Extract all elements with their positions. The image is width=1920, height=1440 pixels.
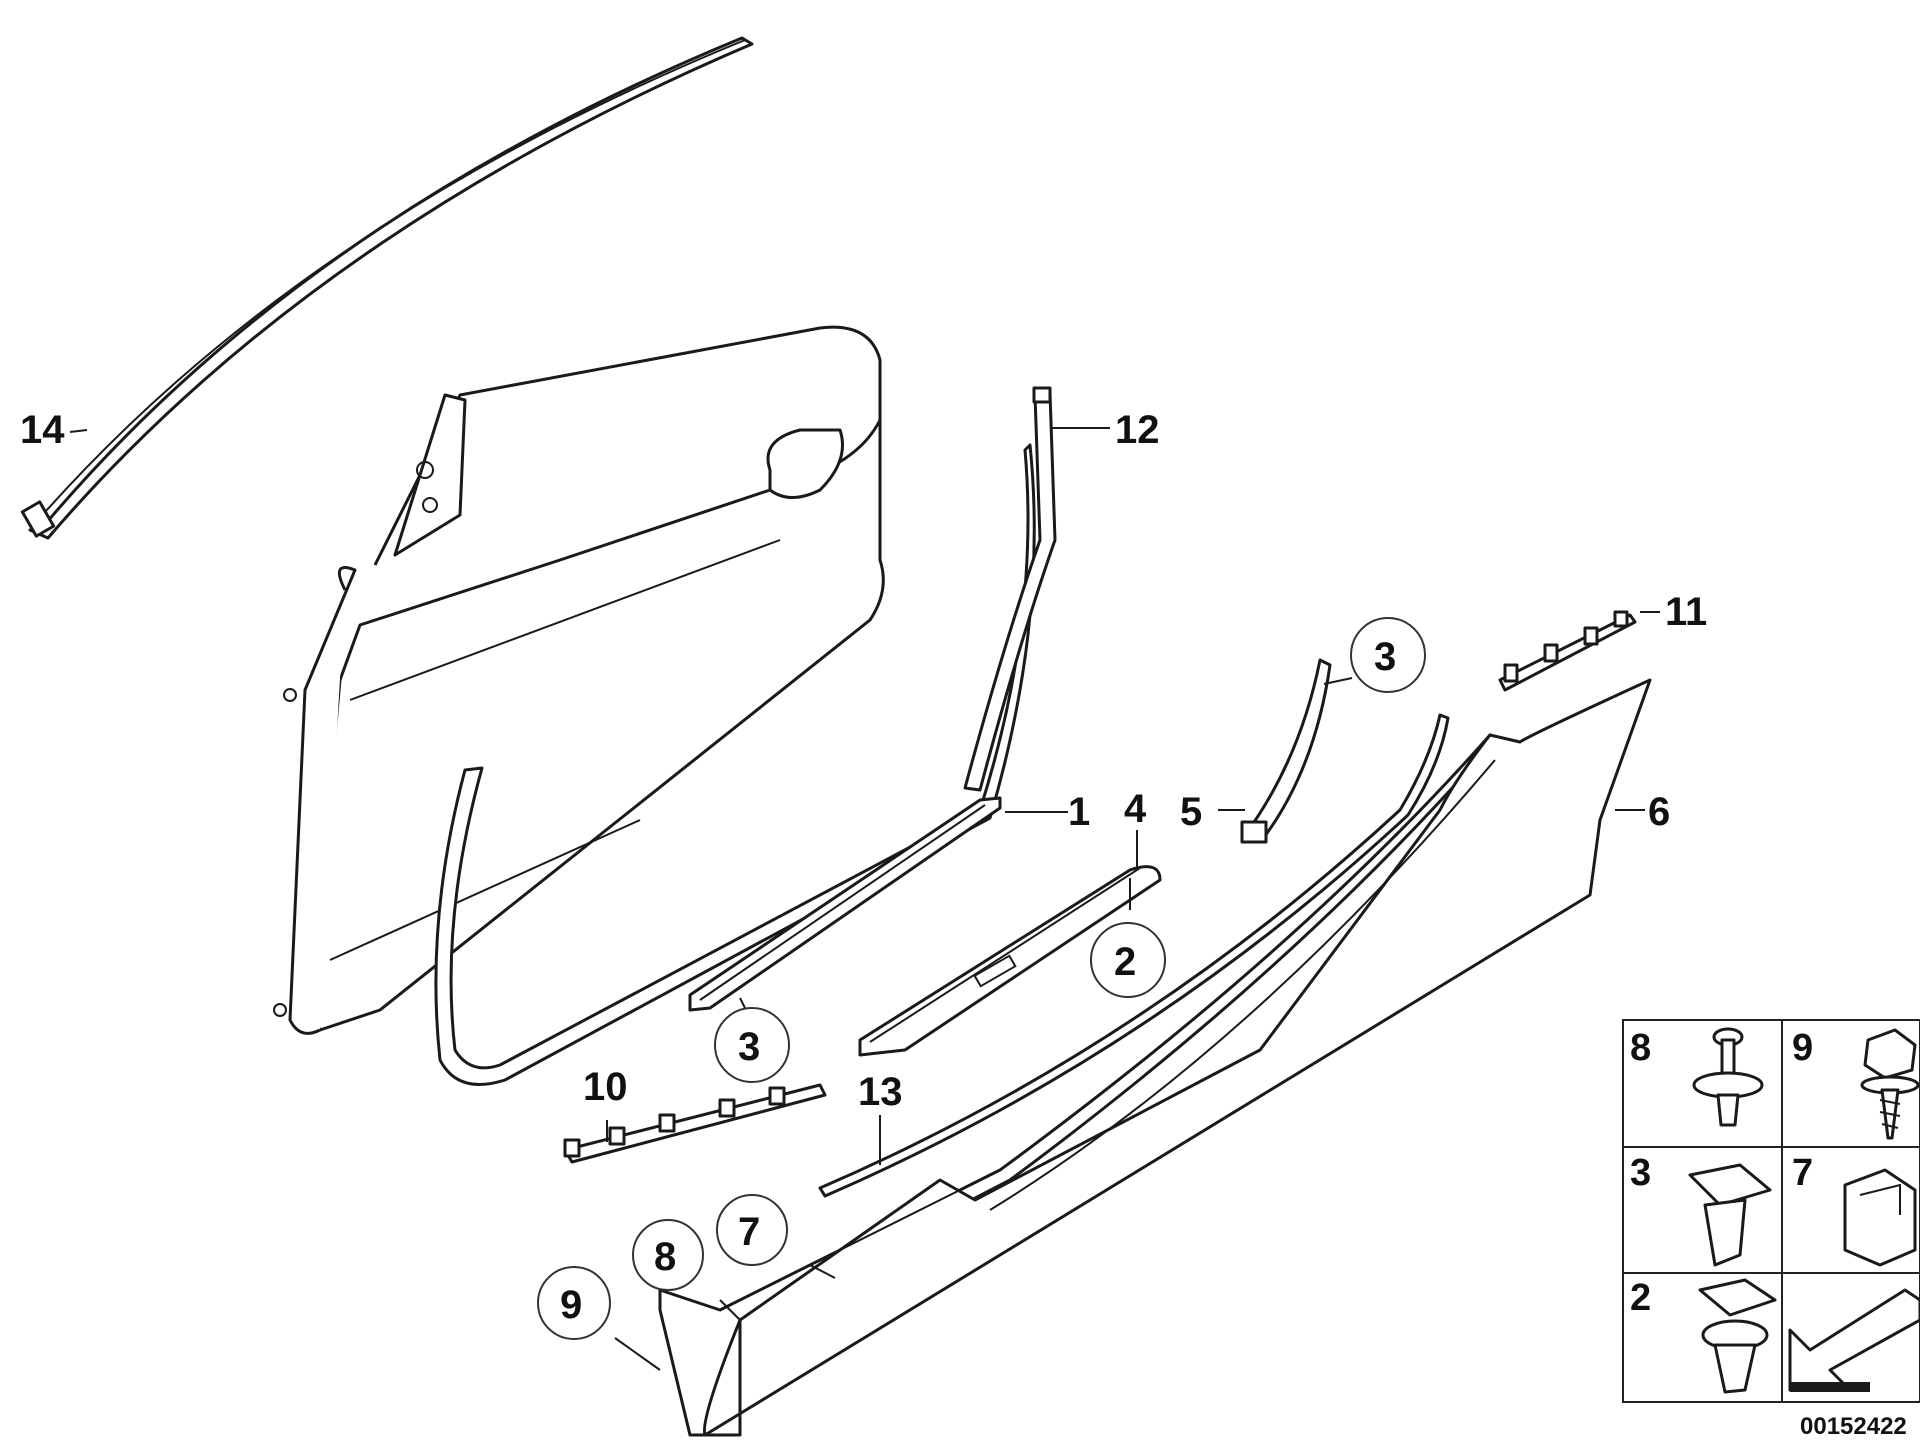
label-1: 1 (1068, 790, 1090, 834)
part-10-clip-rail (563, 1083, 827, 1164)
diagram-code: 00152422 (1800, 1413, 1907, 1440)
door-seal (434, 443, 1036, 1086)
label-3a: 3 (738, 1025, 760, 1069)
part-11-clip-rail (1498, 610, 1637, 692)
legend-label-3: 3 (1630, 1152, 1651, 1194)
legend-label-7: 7 (1792, 1152, 1813, 1194)
part-12-upright-strip (963, 386, 1057, 792)
part-4-entry-trim (858, 865, 1162, 1057)
legend-nut-clip-icon (1843, 1168, 1917, 1267)
label-12: 12 (1115, 408, 1160, 452)
part-14-roof-seal (20, 36, 754, 540)
label-11: 11 (1665, 590, 1707, 634)
callout-circles (537, 617, 1426, 1340)
label-2: 2 (1114, 940, 1136, 984)
part-6-side-skirt (658, 678, 1652, 1437)
part-13-thin-strip (818, 713, 1450, 1198)
legend-label-2: 2 (1630, 1277, 1651, 1319)
label-10: 10 (583, 1065, 628, 1109)
label-6: 6 (1648, 790, 1670, 834)
part-1-sill-strip (688, 796, 1002, 1012)
legend-expanding-clip-icon (1698, 1278, 1777, 1394)
label-14: 14 (20, 408, 65, 452)
label-7: 7 (738, 1210, 760, 1254)
label-8: 8 (654, 1235, 676, 1279)
leader-lines (69, 427, 1660, 1371)
legend-screw-icon (1860, 1028, 1920, 1140)
legend-label-9: 9 (1792, 1027, 1813, 1069)
legend-rivet-icon (1692, 1027, 1764, 1127)
label-3b: 3 (1374, 635, 1396, 679)
fastener-legend: 8 9 3 7 2 (1622, 1019, 1920, 1403)
label-13: 13 (858, 1070, 903, 1114)
part-5-bracket (1240, 658, 1332, 844)
label-4: 4 (1124, 787, 1147, 831)
arrow-icon (1788, 1288, 1920, 1392)
label-5: 5 (1180, 790, 1202, 834)
legend-clip-icon (1688, 1163, 1772, 1267)
legend-label-8: 8 (1630, 1027, 1651, 1069)
label-9: 9 (560, 1283, 582, 1327)
